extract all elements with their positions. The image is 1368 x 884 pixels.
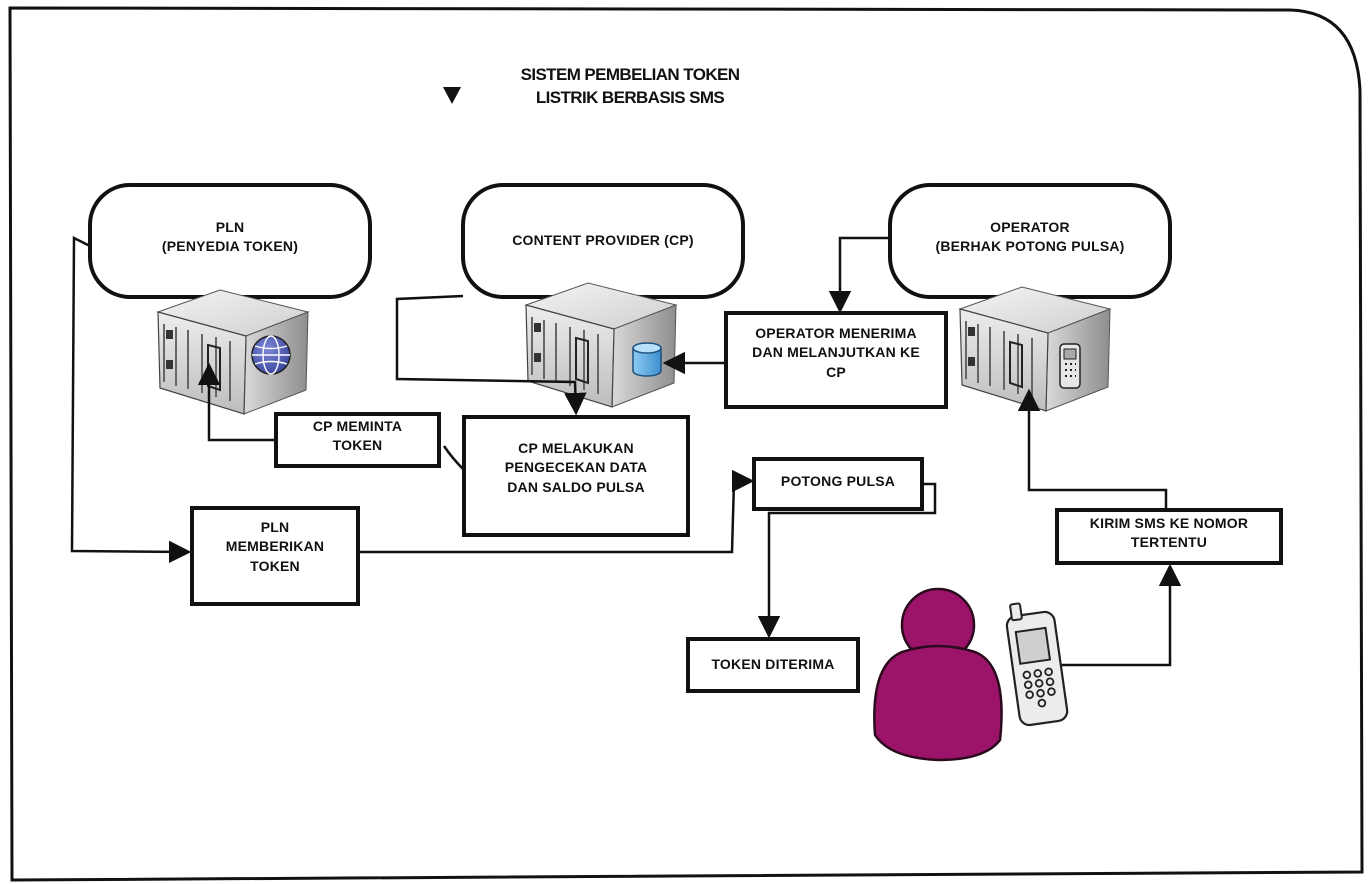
cp-cloud-label: CONTENT PROVIDER (CP) <box>473 231 733 250</box>
arrow-pln-to-give <box>70 235 192 564</box>
token-received-label: TOKEN DITERIMA <box>692 655 854 674</box>
send-sms-label-line: TERTENTU <box>1130 534 1208 551</box>
arrow-give-to-cut <box>358 469 755 554</box>
database-icon <box>632 342 662 377</box>
pln-give-label-line: TOKEN <box>250 557 300 574</box>
cut-credit-label: POTONG PULSA <box>758 472 918 491</box>
arrow-phone-to-sms <box>1034 563 1182 667</box>
pln-cloud-label-line: PLN <box>215 219 245 235</box>
arrow-sms-to-operator <box>1017 388 1168 510</box>
operator-forward-label-line: OPERATOR MENERIMA <box>755 325 917 341</box>
cp-check-label-line: PENGECEKAN DATA <box>504 459 648 476</box>
server-phone-icon <box>1059 343 1081 389</box>
token-received-box <box>686 637 860 693</box>
cp-check-label: CP MELAKUKAN PENGECEKAN DATA DAN SALDO P… <box>468 439 684 497</box>
title-bullet-icon <box>443 87 461 104</box>
pln-give-label: PLN MEMBERIKAN TOKEN <box>196 518 354 576</box>
send-sms-label-line: KIRIM SMS KE NOMOR <box>1089 515 1249 531</box>
operator-cloud-label-line: (BERHAK POTONG PULSA) <box>935 238 1125 255</box>
operator-cloud-label-line: OPERATOR <box>990 219 1070 235</box>
page-frame <box>8 6 1364 882</box>
person-icon <box>873 587 1003 762</box>
operator-cloud-label: OPERATOR (BERHAK POTONG PULSA) <box>900 218 1160 257</box>
connector-check-to-request <box>442 445 465 471</box>
arrow-operator-to-forward <box>828 236 890 314</box>
pln-cloud-label-line: (PENYEDIA TOKEN) <box>161 238 299 255</box>
send-sms-box <box>1055 508 1283 565</box>
cp-check-label-line: CP MELAKUKAN <box>518 440 634 456</box>
cp-request-box <box>274 412 441 468</box>
pln-give-box <box>190 506 360 606</box>
arrow-cut-to-received <box>757 482 937 639</box>
arrow-request-to-pln <box>197 362 276 442</box>
cp-request-label-line: CP MEMINTA <box>312 418 403 434</box>
cp-check-label-line: DAN SALDO PULSA <box>507 478 645 495</box>
page-title-line-2: LISTRIK BERBASIS SMS <box>535 87 725 107</box>
token-received-label-line: TOKEN DITERIMA <box>711 656 835 672</box>
mobile-phone-icon <box>1005 602 1069 727</box>
operator-server-icon <box>959 286 1111 412</box>
pln-cloud-label: PLN (PENYEDIA TOKEN) <box>110 218 350 257</box>
globe-icon <box>251 335 291 375</box>
cp-cloud-label-line: CONTENT PROVIDER (CP) <box>512 232 694 248</box>
operator-forward-label-line: CP <box>826 363 846 380</box>
operator-forward-label: OPERATOR MENERIMA DAN MELANJUTKAN KE CP <box>730 324 942 382</box>
cp-request-label-line: TOKEN <box>332 437 383 454</box>
cut-credit-label-line: POTONG PULSA <box>780 473 896 489</box>
cp-check-box <box>462 415 690 537</box>
operator-forward-box <box>724 311 948 409</box>
cp-request-label: CP MEMINTA TOKEN <box>280 417 435 456</box>
pln-give-label-line: MEMBERIKAN <box>225 538 325 555</box>
pln-give-label-line: PLN <box>260 519 290 535</box>
page-title: SISTEM PEMBELIAN TOKEN LISTRIK BERBASIS … <box>470 64 790 110</box>
operator-forward-label-line: DAN MELANJUTKAN KE <box>752 344 920 361</box>
arrow-cp-to-check <box>395 294 587 416</box>
send-sms-label: KIRIM SMS KE NOMOR TERTENTU <box>1061 514 1277 553</box>
page-title-line-1: SISTEM PEMBELIAN TOKEN <box>520 65 740 84</box>
